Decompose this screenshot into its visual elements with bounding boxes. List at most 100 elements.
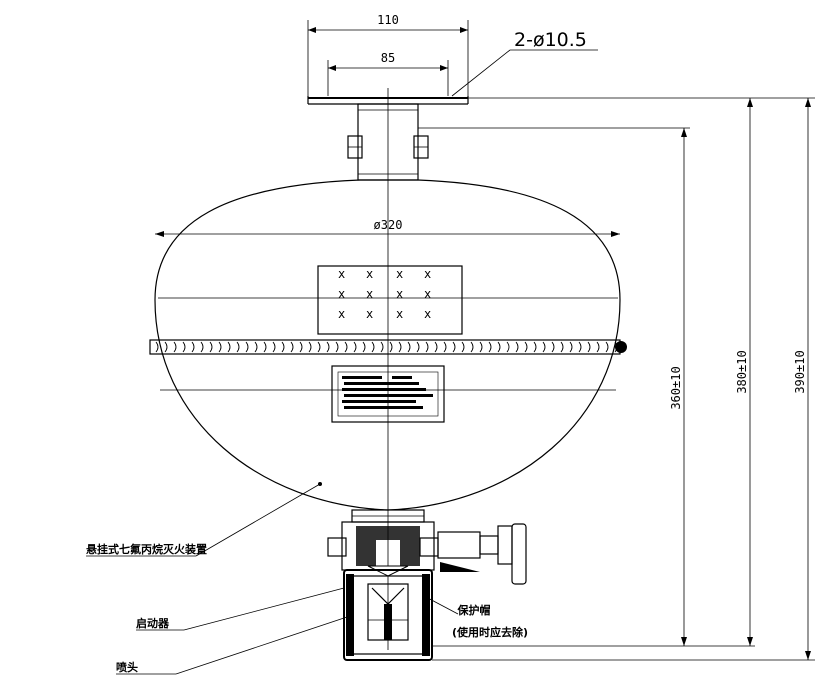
weld-hatch-mark — [281, 341, 285, 353]
valve-assembly — [327, 509, 815, 661]
x-mark: x — [396, 287, 403, 301]
nameplate-text-bar — [392, 382, 419, 385]
label-vessel: 悬挂式七氟丙烷灭火装置 — [85, 542, 207, 556]
nameplate-text-bar — [344, 406, 409, 409]
nameplate-text-bar — [392, 394, 433, 397]
weld-hatch-mark — [497, 341, 501, 353]
protective-cap — [343, 569, 433, 661]
weld-hatch-mark — [209, 341, 213, 353]
dim-85-text: 85 — [381, 51, 395, 65]
nameplate-text-bar — [344, 394, 423, 397]
dim-360-text: 360±10 — [669, 366, 683, 409]
weld-hatch-mark — [218, 341, 222, 353]
gauge-connector — [437, 531, 481, 559]
weld-end-dot — [615, 341, 627, 353]
nameplate-text-bar — [342, 376, 382, 379]
weld-hatch-mark — [299, 341, 303, 353]
weld-hatch-mark — [596, 341, 600, 353]
x-mark: x — [366, 267, 373, 281]
weld-hatch-mark — [560, 341, 564, 353]
weld-hatch-mark — [335, 341, 339, 353]
weld-hatch-mark — [506, 341, 510, 353]
x-mark: x — [396, 307, 403, 321]
weld-hatch-mark — [371, 341, 375, 353]
weld-hatch-mark — [272, 341, 276, 353]
weld-hatch-mark — [191, 341, 195, 353]
nameplate-text-bar — [392, 376, 412, 379]
weld-hatch-mark — [380, 341, 384, 353]
callouts: 悬挂式七氟丙烷灭火装置 启动器 喷头 保护帽 (使用时应去除) — [85, 483, 528, 675]
weld-hatch-mark — [515, 341, 519, 353]
nameplate-text-bar — [342, 400, 394, 403]
weld-hatch-mark — [587, 341, 591, 353]
weld-hatch-mark — [551, 341, 555, 353]
weld-hatch-mark — [578, 341, 582, 353]
weld-hatch-mark — [353, 341, 357, 353]
vertical-dimensions: 360±10 380±10 390±10 — [669, 98, 811, 660]
label-valve: 启动器 — [136, 616, 170, 630]
weld-hatch-mark — [182, 341, 186, 353]
weld-hatch-mark — [569, 341, 573, 353]
x-mark: x — [424, 287, 431, 301]
x-mark: x — [424, 307, 431, 321]
weld-hatch-mark — [452, 341, 456, 353]
weld-hatch-mark — [434, 341, 438, 353]
weld-hatch-mark — [524, 341, 528, 353]
nameplate-text-bar — [392, 406, 423, 409]
nameplate-text-lines — [342, 376, 433, 409]
label-cap-note: (使用时应去除) — [452, 625, 528, 639]
weld-hatch — [155, 341, 618, 353]
weld-hatch-mark — [389, 341, 393, 353]
nameplate-text-bar — [344, 382, 397, 385]
weld-hatch-mark — [605, 341, 609, 353]
weld-hatch-mark — [290, 341, 294, 353]
weld-hatch-mark — [317, 341, 321, 353]
weld-band — [149, 339, 621, 355]
holes-text: 2-ø10.5 — [514, 29, 587, 51]
weld-hatch-mark — [470, 341, 474, 353]
weld-hatch-mark — [263, 341, 267, 353]
nameplate-text-bar — [392, 388, 426, 391]
holes-leader — [451, 49, 511, 97]
nameplate-text-bar — [392, 400, 416, 403]
weld-hatch-mark — [407, 341, 411, 353]
x-mark: x — [338, 307, 345, 321]
dim-110-text: 110 — [377, 13, 399, 27]
weld-hatch-mark — [416, 341, 420, 353]
x-mark: x — [366, 287, 373, 301]
x-mark: x — [396, 267, 403, 281]
weld-hatch-mark — [173, 341, 177, 353]
nameplate-text-bar — [342, 388, 408, 391]
weld-hatch-mark — [362, 341, 366, 353]
weld-hatch-mark — [245, 341, 249, 353]
weld-hatch-mark — [398, 341, 402, 353]
weld-hatch-mark — [254, 341, 258, 353]
pressure-gauge — [511, 523, 527, 585]
weld-hatch-mark — [479, 341, 483, 353]
dim-390-text: 390±10 — [793, 350, 807, 393]
top-flange-group: 110 85 2-ø10.5 — [307, 13, 815, 181]
weld-hatch-mark — [164, 341, 168, 353]
weld-hatch-mark — [326, 341, 330, 353]
weld-hatch-mark — [443, 341, 447, 353]
weld-hatch-mark — [425, 341, 429, 353]
weld-hatch-mark — [488, 341, 492, 353]
weld-hatch-mark — [200, 341, 204, 353]
weld-hatch-mark — [344, 341, 348, 353]
weld-hatch-mark — [155, 341, 159, 353]
nameplate-upper — [317, 265, 463, 335]
weld-hatch-mark — [236, 341, 240, 353]
weld-hatch-mark — [461, 341, 465, 353]
x-mark: x — [366, 307, 373, 321]
x-mark: x — [338, 267, 345, 281]
label-nozzle: 喷头 — [116, 660, 138, 674]
weld-hatch-mark — [542, 341, 546, 353]
label-protective-cap: 保护帽 — [457, 603, 491, 617]
x-mark: x — [338, 287, 345, 301]
weld-hatch-mark — [533, 341, 537, 353]
dim-380-text: 380±10 — [735, 350, 749, 393]
x-mark: x — [424, 267, 431, 281]
weld-hatch-mark — [308, 341, 312, 353]
